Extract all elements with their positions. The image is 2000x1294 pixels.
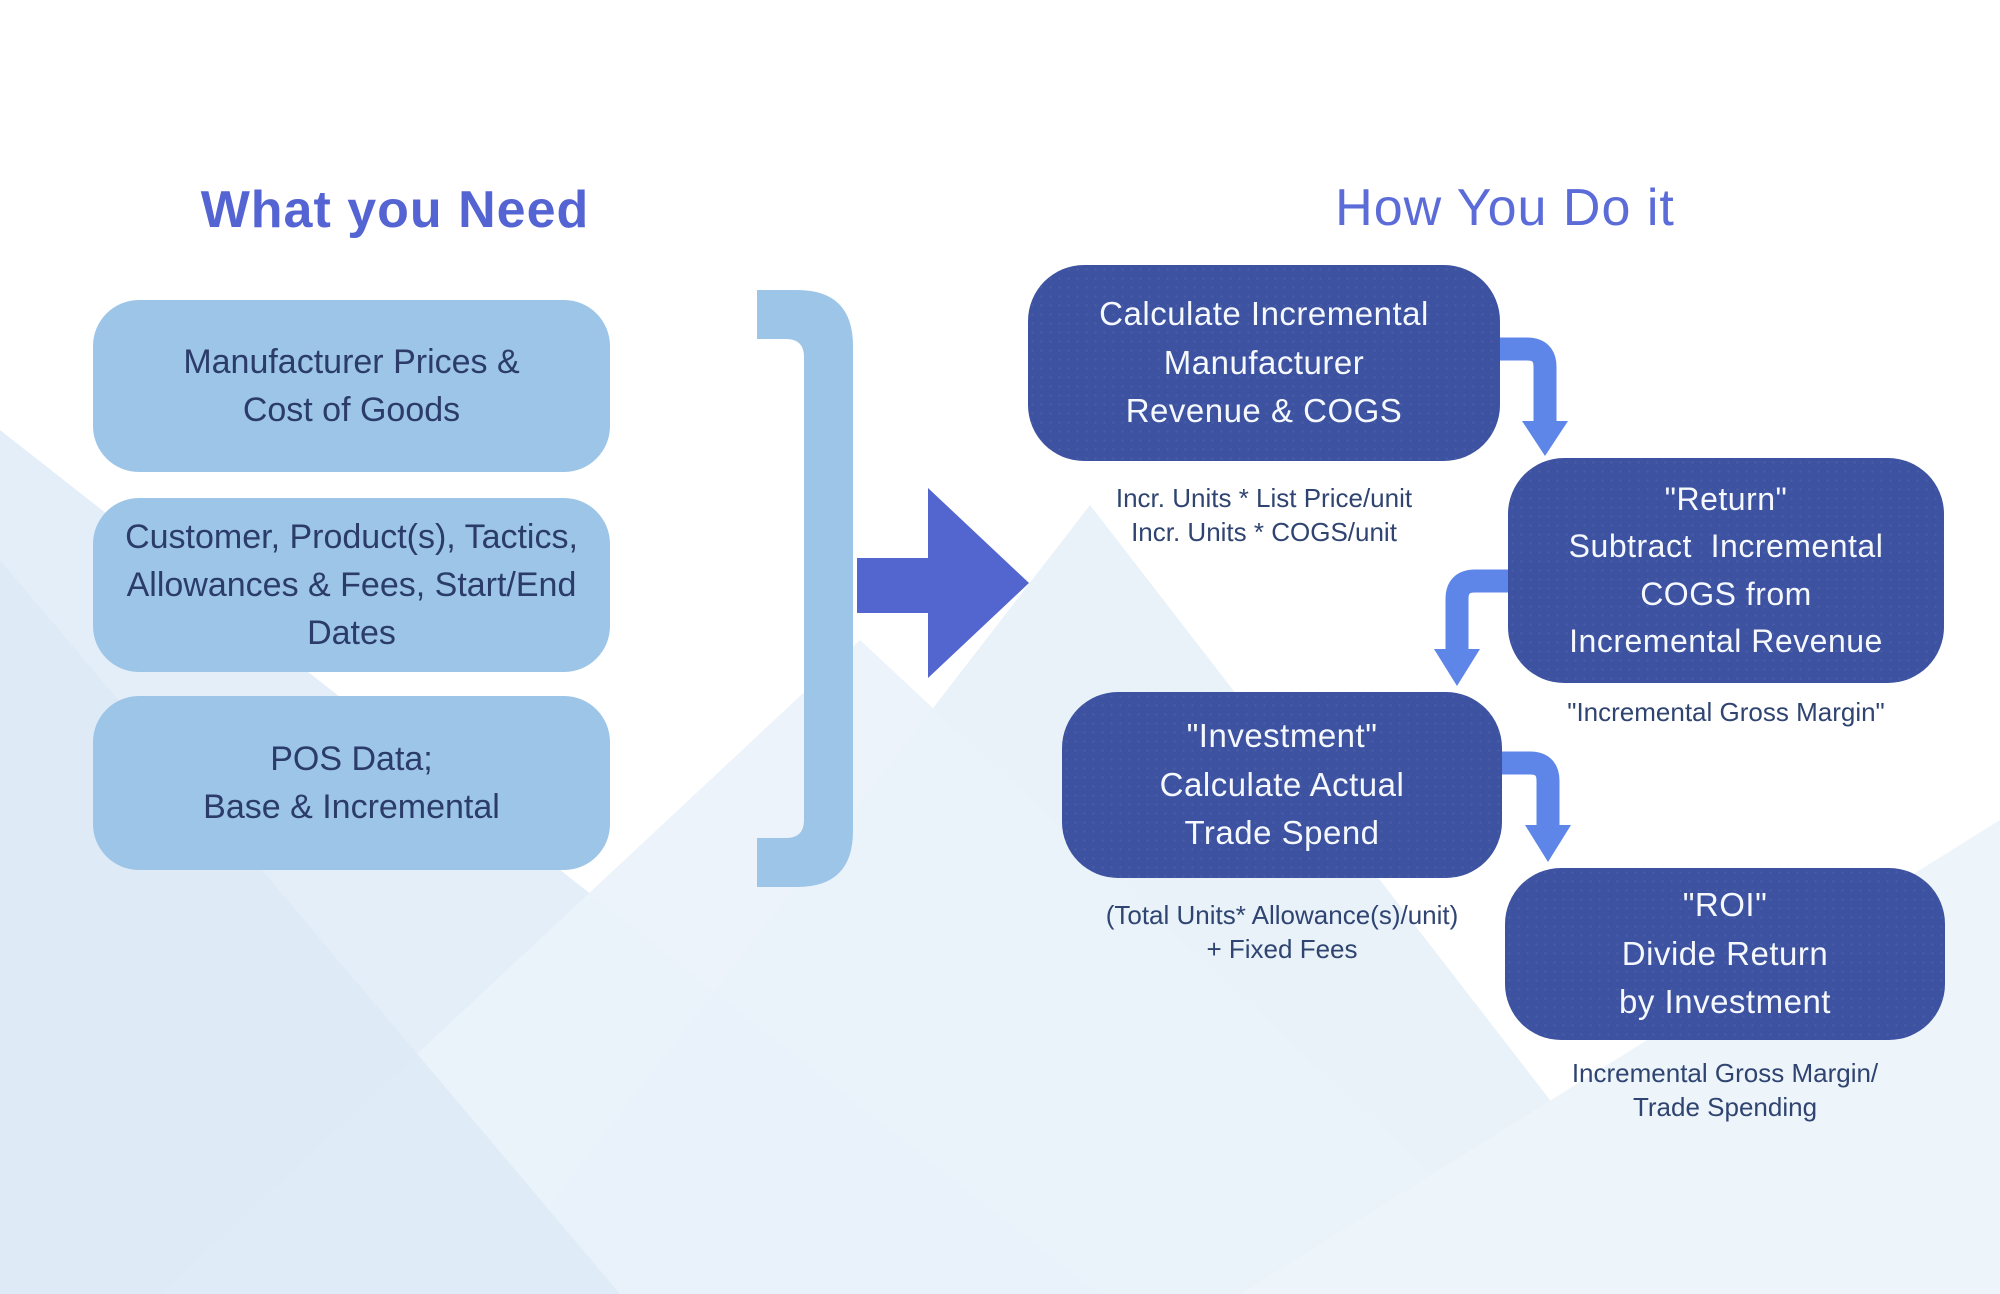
box-text-line: Customer, Product(s), Tactics,: [125, 517, 578, 556]
box-text-line: Manufacturer Prices &: [183, 342, 520, 381]
background-shape-mountain-2: [160, 640, 1560, 1294]
step-box-calculate-incremental: Calculate Incremental Manufacturer Reven…: [1028, 265, 1500, 461]
elbow-arrow-head-1: [1522, 421, 1568, 456]
elbow-arrow-down-icon-1: [1500, 337, 1557, 424]
grouping-bracket-shape: [757, 290, 853, 887]
caption-text-line: "Incremental Gross Margin": [1567, 697, 1885, 727]
box-text-line: "ROI": [1682, 885, 1768, 923]
step-caption-return: "Incremental Gross Margin": [1508, 695, 1944, 729]
caption-text-line: Trade Spending: [1632, 1092, 1818, 1123]
input-box-pos-data: POS Data; Base & Incremental: [93, 696, 610, 870]
box-text-line: POS Data;: [270, 739, 433, 778]
arrow-right-icon: [857, 488, 1029, 678]
box-text-line: Base & Incremental: [203, 788, 500, 826]
box-text-line: COGS from: [1640, 575, 1812, 612]
box-text-line: Manufacturer: [1163, 343, 1365, 381]
box-text-line: Revenue & COGS: [1125, 392, 1403, 430]
input-box-manufacturer-prices: Manufacturer Prices & Cost of Goods: [93, 300, 610, 472]
elbow-arrow-head-3: [1525, 825, 1571, 862]
box-text-line: "Investment": [1186, 716, 1378, 754]
left-column-title: What you Need: [200, 181, 590, 239]
step-box-return: "Return" Subtract Incremental COGS from …: [1508, 458, 1944, 683]
box-text-line: Trade Spend: [1184, 814, 1380, 852]
box-text-line: Dates: [307, 614, 396, 653]
box-text-line: Allowances & Fees, Start/End: [126, 565, 577, 604]
input-box-customer-product: Customer, Product(s), Tactics, Allowance…: [93, 498, 610, 672]
box-text-line: Divide Return: [1621, 934, 1829, 972]
caption-text-line: Incr. Units * COGS/unit: [1131, 517, 1397, 548]
box-text-line: by Investment: [1619, 983, 1831, 1021]
elbow-arrow-head-2: [1434, 649, 1480, 686]
step-caption-investment: (Total Units* Allowance(s)/unit) + Fixed…: [1052, 898, 1512, 967]
step-box-roi: "ROI" Divide Return by Investment: [1505, 868, 1945, 1040]
box-text-line: Calculate Actual: [1159, 765, 1405, 803]
right-column-title: How You Do it: [1335, 179, 1675, 237]
step-caption-calculate-incremental: Incr. Units * List Price/unit Incr. Unit…: [1034, 481, 1494, 550]
step-caption-roi: Incremental Gross Margin/ Trade Spending: [1505, 1056, 1945, 1125]
box-text-line: Calculate Incremental: [1099, 294, 1429, 332]
box-text-line: "Return": [1664, 480, 1788, 517]
step-box-investment: "Investment" Calculate Actual Trade Spen…: [1062, 692, 1502, 878]
caption-text-line: Incremental Gross Margin/: [1571, 1058, 1879, 1088]
elbow-arrow-down-icon-3: [1502, 751, 1560, 828]
caption-text-line: + Fixed Fees: [1206, 934, 1358, 965]
caption-text-line: (Total Units* Allowance(s)/unit): [1105, 900, 1459, 930]
elbow-arrow-down-icon-2: [1445, 569, 1508, 652]
box-text-line: Cost of Goods: [242, 391, 461, 429]
caption-text-line: Incr. Units * List Price/unit: [1115, 483, 1413, 513]
box-text-line: Subtract Incremental: [1568, 528, 1884, 565]
box-text-line: Incremental Revenue: [1569, 622, 1883, 659]
